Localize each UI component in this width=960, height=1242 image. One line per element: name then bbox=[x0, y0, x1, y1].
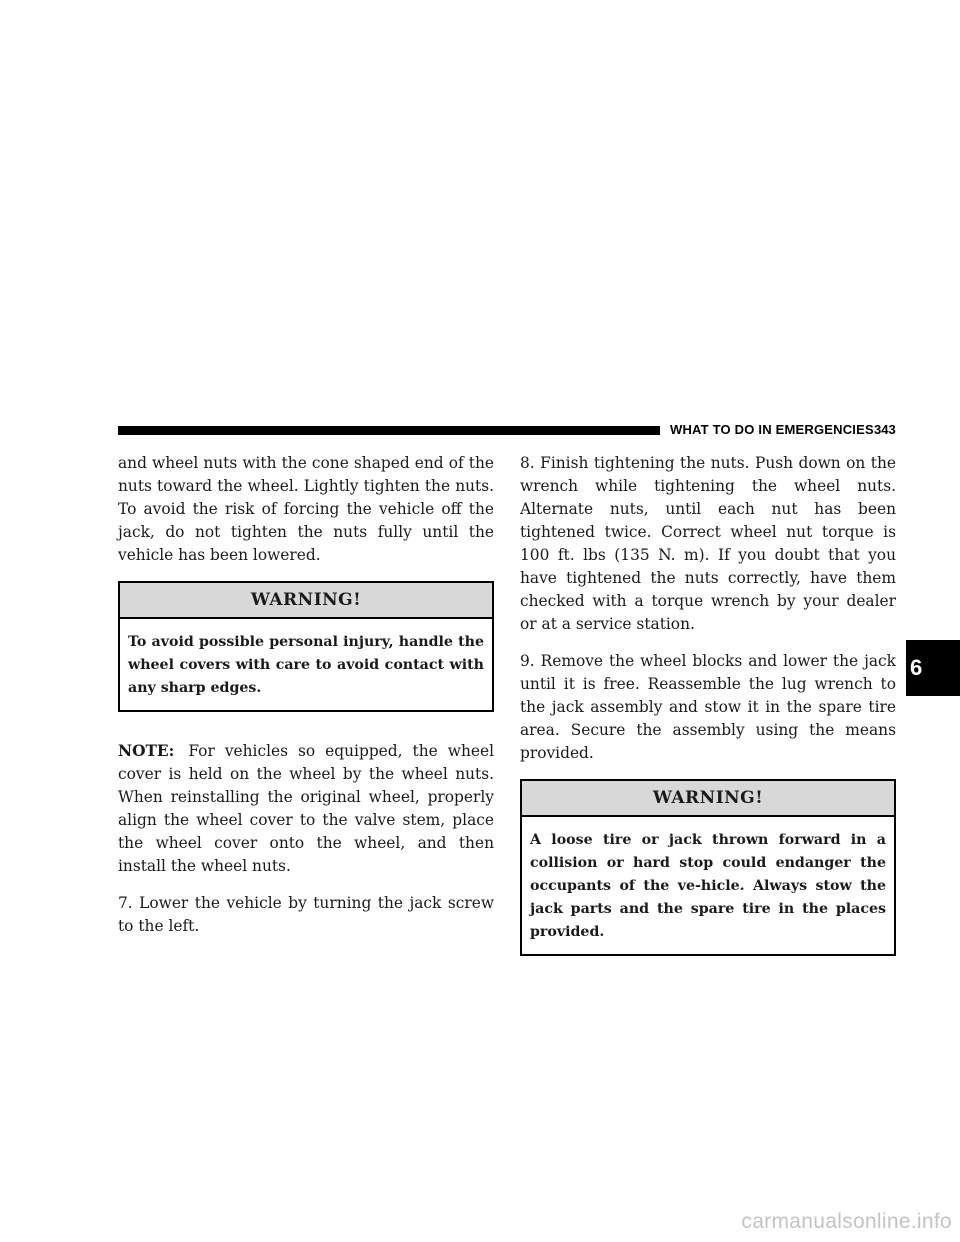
warning-title: WARNING! bbox=[522, 781, 894, 817]
step-8: 8. Finish tightening the nuts. Push down… bbox=[520, 454, 896, 633]
note-label: NOTE: bbox=[118, 742, 175, 760]
watermark: carmanualsonline.info bbox=[741, 1210, 952, 1233]
step-7: 7. Lower the vehicle by turning the jack… bbox=[118, 894, 494, 935]
left-column: and wheel nuts with the cone shaped end … bbox=[118, 452, 494, 952]
right-column: 8. Finish tightening the nuts. Push down… bbox=[520, 452, 896, 984]
warning-box-loose-tire: WARNING! A loose tire or jack thrown for… bbox=[520, 779, 896, 956]
warning-body: A loose tire or jack thrown forward in a… bbox=[530, 832, 886, 940]
warning-title: WARNING! bbox=[120, 583, 492, 619]
step-9: 9. Remove the wheel blocks and lower the… bbox=[520, 652, 896, 762]
warning-body: To avoid possible personal injury, handl… bbox=[128, 634, 484, 696]
header-rule bbox=[118, 426, 660, 435]
section-title: WHAT TO DO IN EMERGENCIES bbox=[670, 422, 874, 437]
chapter-tab: 6 bbox=[906, 640, 960, 696]
paragraph-wheel-nuts: and wheel nuts with the cone shaped end … bbox=[118, 454, 494, 564]
warning-box-wheel-covers: WARNING! To avoid possible personal inju… bbox=[118, 581, 494, 712]
note-paragraph: NOTE:For vehicles so equipped, the wheel… bbox=[118, 740, 494, 878]
note-text: For vehicles so equipped, the wheel cove… bbox=[118, 742, 494, 875]
page-number: 343 bbox=[874, 422, 896, 437]
